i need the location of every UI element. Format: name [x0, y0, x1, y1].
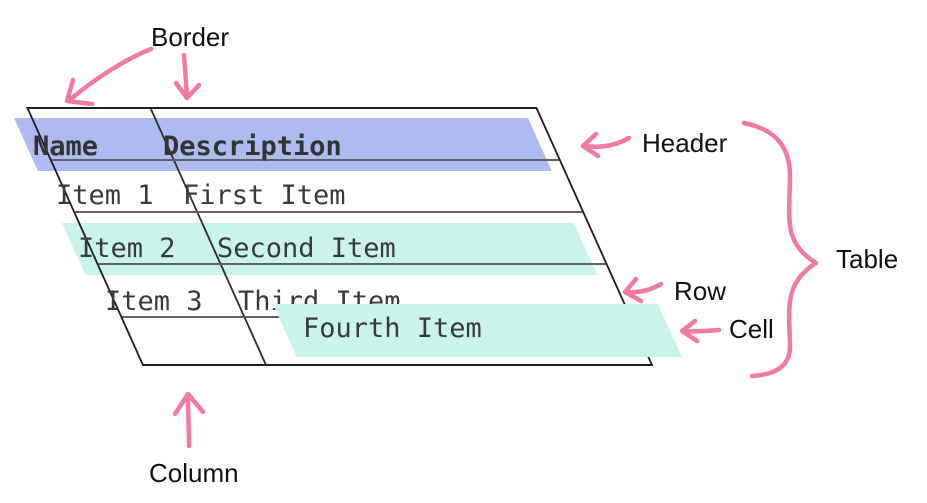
border-label: Border [151, 22, 230, 52]
cell-label: Cell [729, 314, 774, 344]
table-cell-fourth-item: Fourth Item [303, 313, 482, 344]
row-border-line [74, 211, 583, 213]
table-cell-item2: Item 2 [78, 233, 176, 264]
header-arrow [580, 131, 632, 159]
column-label: Column [149, 458, 239, 488]
table-label: Table [836, 244, 899, 274]
row-arrow [622, 276, 664, 304]
header-label: Header [642, 128, 728, 158]
border-arrow-down [173, 52, 202, 101]
table-cell-second-item: Second Item [217, 233, 396, 264]
table-header-cell-description: Description [163, 131, 342, 162]
border-arrow-left [64, 46, 154, 107]
table-cell-item1: Item 1 [56, 180, 154, 211]
row-label: Row [674, 276, 727, 306]
table-cell-first-item: First Item [183, 180, 346, 211]
column-arrow [172, 391, 206, 449]
table-header-cell-name: Name [33, 131, 99, 162]
cell-arrow [679, 318, 722, 344]
table-cell-item3: Item 3 [105, 286, 203, 317]
